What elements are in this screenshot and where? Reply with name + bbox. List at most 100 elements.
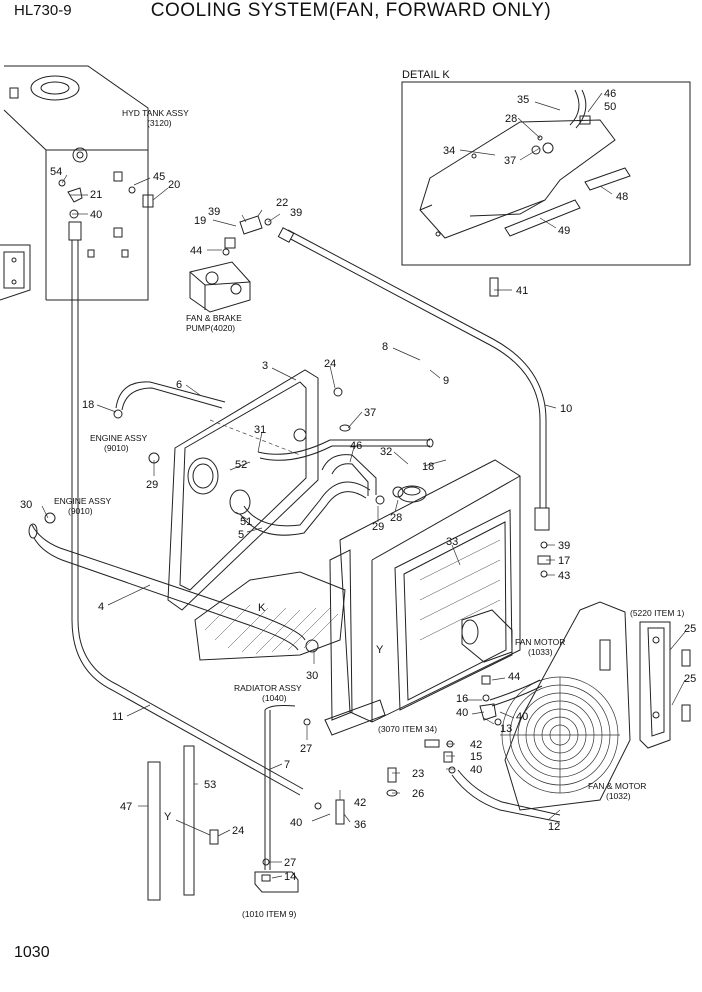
callout-37-a: 37: [504, 155, 516, 167]
note-pump-ref: PUMP(4020): [186, 323, 235, 333]
callout-46-b: 46: [350, 440, 362, 452]
callout-42-a: 42: [470, 739, 482, 751]
callout-50: 50: [604, 101, 616, 113]
radiator-drawing: [324, 459, 521, 736]
callout-49: 49: [558, 225, 570, 237]
note-radiator: RADIATOR ASSY: [234, 683, 302, 693]
ref-letter-y-lower: Y: [164, 811, 172, 823]
callout-34: 34: [443, 145, 455, 157]
page-number: 1030: [14, 944, 50, 961]
callout-25-a: 25: [684, 623, 696, 635]
callout-10: 10: [560, 403, 572, 415]
callout-30-b: 30: [306, 670, 318, 682]
note-item-3070: (3070 ITEM 34): [378, 724, 437, 734]
callout-40-e: 40: [290, 817, 302, 829]
callout-23: 23: [412, 768, 424, 780]
callout-11: 11: [112, 711, 123, 723]
callout-35: 35: [517, 94, 529, 106]
callout-24-b: 24: [232, 825, 244, 837]
callout-3: 3: [262, 360, 268, 372]
callout-5: 5: [238, 529, 244, 541]
callout-6: 6: [176, 379, 182, 391]
callout-39-c: 39: [558, 540, 570, 552]
model-code: HL730-9: [14, 2, 72, 19]
callout-19: 19: [194, 215, 206, 227]
callout-36: 36: [354, 819, 366, 831]
callout-40-c: 40: [516, 711, 528, 723]
callout-47: 47: [120, 801, 132, 813]
callout-28-b: 28: [390, 512, 402, 524]
note-engine-b: ENGINE ASSY: [54, 496, 111, 506]
page-title: COOLING SYSTEM(FAN, FORWARD ONLY): [150, 0, 552, 21]
note-engine-a-ref: (9010): [104, 443, 129, 453]
callout-22: 22: [276, 197, 288, 209]
note-item-5220: (5220 ITEM 1): [630, 608, 684, 618]
callout-29-a: 29: [146, 479, 158, 491]
note-item-1010: (1010 ITEM 9): [242, 909, 296, 919]
callout-43: 43: [558, 570, 570, 582]
callout-44-b: 44: [508, 671, 520, 683]
callout-27-b: 27: [284, 857, 296, 869]
callout-40-d: 40: [470, 764, 482, 776]
note-fan-motor-ref: (1033): [528, 647, 553, 657]
fan-motor-drawing: [461, 609, 513, 663]
ref-letter-k: K: [258, 602, 266, 614]
fan-guard-drawing: [500, 601, 631, 811]
ref-letter-y-upper: Y: [376, 644, 384, 656]
callout-27-a: 27: [300, 743, 312, 755]
callout-15: 15: [470, 751, 482, 763]
callout-29-b: 29: [372, 521, 384, 533]
callout-41: 41: [516, 285, 528, 297]
callout-9: 9: [443, 375, 449, 387]
callout-25-b: 25: [684, 673, 696, 685]
callout-24-a: 24: [324, 358, 336, 370]
callout-21: 21: [90, 189, 102, 201]
callout-33: 33: [446, 536, 458, 548]
detail-k-drawing: [419, 89, 631, 239]
callout-53: 53: [204, 779, 216, 791]
callout-46: 46: [604, 88, 616, 100]
bracket-drawing: [639, 621, 671, 749]
callout-42-b: 42: [354, 797, 366, 809]
note-hyd-tank: HYD TANK ASSY: [122, 108, 189, 118]
note-fan-motor: FAN MOTOR: [515, 637, 565, 647]
callout-39-a: 39: [208, 206, 220, 218]
callout-14: 14: [284, 871, 296, 883]
hardware: [44, 277, 691, 882]
note-pump: FAN & BRAKE: [186, 313, 242, 323]
callout-54: 54: [50, 166, 62, 178]
callout-44-a: 44: [190, 245, 202, 257]
callout-40: 40: [90, 209, 102, 221]
callout-48: 48: [616, 191, 628, 203]
note-engine-b-ref: (9010): [68, 506, 93, 516]
callout-31: 31: [254, 424, 266, 436]
note-fan-and-motor-ref: (1032): [606, 791, 631, 801]
callout-30-a: 30: [20, 499, 32, 511]
callout-18-a: 18: [82, 399, 94, 411]
note-hyd-tank-ref: (3120): [147, 118, 172, 128]
callout-17: 17: [558, 555, 570, 567]
callout-37-b: 37: [364, 407, 376, 419]
callout-45: 45: [153, 171, 165, 183]
callout-4: 4: [98, 601, 104, 613]
detail-k-label: DETAIL K: [402, 69, 450, 81]
callout-39-b: 39: [290, 207, 302, 219]
callout-40-b: 40: [456, 707, 468, 719]
callout-51: 51: [240, 516, 252, 528]
callout-32: 32: [380, 446, 392, 458]
radiator-panel-drawing: [167, 369, 319, 611]
callout-26: 26: [412, 788, 424, 800]
callout-52: 52: [235, 459, 247, 471]
callout-18-b: 18: [422, 461, 434, 473]
leader-lines: [41, 92, 686, 879]
callout-8: 8: [382, 341, 388, 353]
callout-20: 20: [168, 179, 180, 191]
callout-28-a: 28: [505, 113, 517, 125]
callout-13: 13: [500, 723, 512, 735]
detail-k-frame: [401, 81, 691, 266]
note-radiator-ref: (1040): [262, 693, 287, 703]
callout-12: 12: [548, 821, 560, 833]
callout-16: 16: [456, 693, 468, 705]
callout-7: 7: [284, 759, 290, 771]
